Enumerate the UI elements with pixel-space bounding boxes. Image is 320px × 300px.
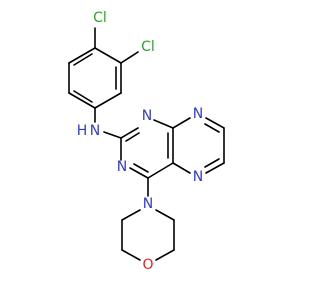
double-bond-inner — [204, 158, 220, 168]
bond — [205, 162, 225, 174]
bond — [147, 162, 174, 179]
bond — [94, 47, 122, 64]
dichlorophenyl-ring — [68, 47, 122, 109]
bond — [94, 92, 122, 109]
bond — [155, 209, 175, 221]
double-bond-inner — [73, 90, 93, 103]
double-bond-inner — [73, 53, 93, 66]
atom-nh-h: H — [77, 123, 88, 139]
atom-morpholine-o: O — [142, 257, 153, 273]
bond — [172, 162, 191, 174]
bond — [153, 119, 174, 129]
atom-n3: N — [117, 159, 127, 175]
bond — [121, 209, 141, 221]
bond — [172, 117, 191, 129]
bond — [120, 127, 139, 139]
molecule-canvas: Cl Cl N H N N N N N O — [68, 10, 225, 273]
bond-cl-right — [120, 51, 139, 64]
bond — [121, 249, 141, 261]
bond — [205, 117, 225, 129]
double-bond-inner — [133, 163, 149, 173]
structure-diagram: Cl Cl N H N N N N N O — [68, 10, 225, 273]
double-bond-inner — [125, 132, 140, 142]
bond — [68, 92, 96, 109]
atom-n8: N — [193, 106, 203, 122]
atom-cl-right: Cl — [141, 39, 155, 55]
atom-cl-top: Cl — [93, 10, 107, 26]
atom-morpholine-n: N — [143, 196, 153, 212]
pyrimidine-ring — [120, 119, 174, 179]
bond — [155, 249, 175, 261]
atom-n1: N — [142, 108, 152, 124]
bond — [129, 167, 149, 179]
pyrazine-ring — [172, 117, 225, 174]
bond — [68, 47, 96, 64]
atom-nh-n: N — [90, 123, 100, 139]
atom-n5: N — [193, 169, 203, 185]
double-bond-inner — [204, 123, 220, 133]
morpholine-ring — [121, 209, 175, 261]
bond-nh-c2 — [103, 131, 122, 139]
